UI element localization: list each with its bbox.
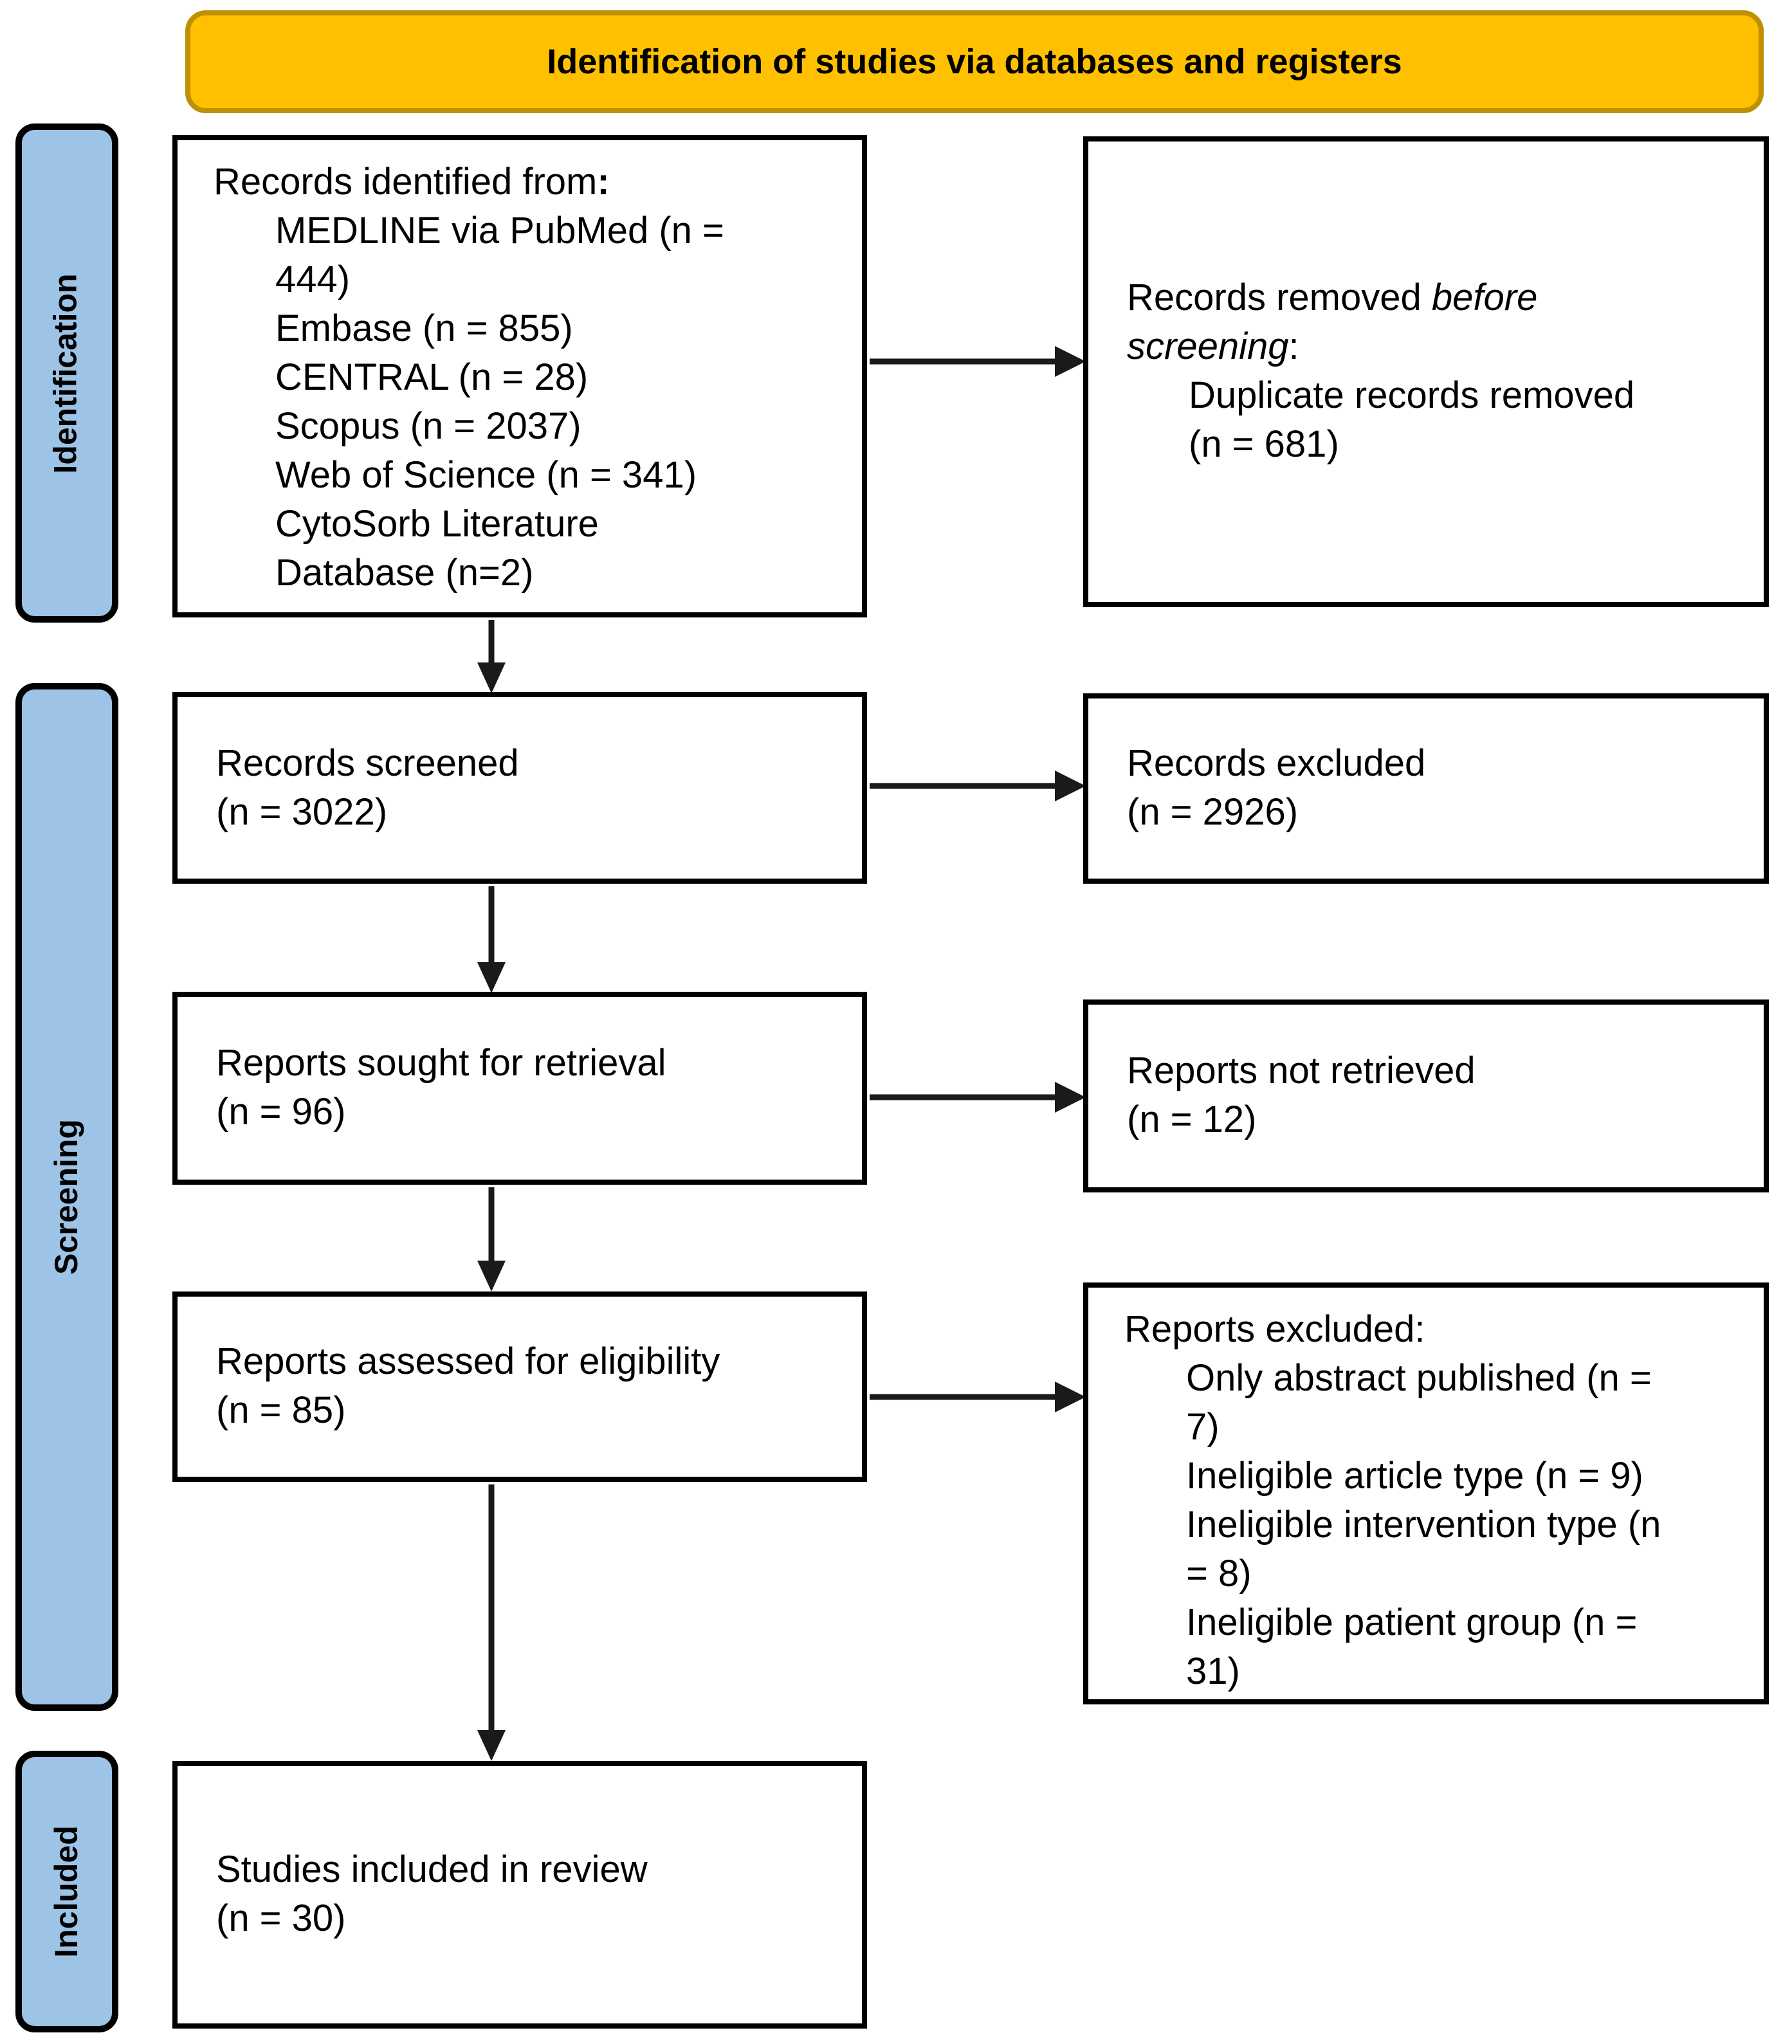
records-removed-item: Duplicate records removed (n = 681)	[1189, 376, 1635, 466]
studies-included-line1: Studies included in review	[216, 1850, 648, 1891]
arrow-sought-to-assessed	[477, 1187, 506, 1291]
arrow-assessed-to-included	[477, 1484, 506, 1761]
box-reports-not-retrieved: Reports not retrieved (n = 12)	[1083, 999, 1769, 1192]
records-identified-item: Scopus (n = 2037)	[275, 406, 581, 448]
arrow-identified-to-screened	[477, 620, 506, 693]
box-records-screened: Records screened (n = 3022)	[172, 692, 867, 884]
reports-excluded-item: Ineligible article type (n = 9)	[1186, 1456, 1643, 1497]
studies-included-line2: (n = 30)	[216, 1899, 346, 1940]
reports-excluded-item: Ineligible patient group (n = 31)	[1186, 1603, 1638, 1693]
records-identified-item: CytoSorb Literature Database (n=2)	[275, 504, 599, 594]
stage-label-included: Included	[15, 1751, 118, 2032]
records-identified-item: Embase (n = 855)	[275, 309, 573, 350]
reports-assessed-line2: (n = 85)	[216, 1391, 346, 1432]
reports-not-retrieved-line2: (n = 12)	[1127, 1100, 1257, 1141]
stage-label-identification-text: Identification	[48, 273, 84, 473]
records-excluded-line2: (n = 2926)	[1127, 792, 1299, 834]
banner-title: Identification of studies via databases …	[185, 10, 1764, 113]
box-reports-assessed: Reports assessed for eligibility (n = 85…	[172, 1291, 867, 1482]
reports-sought-line2: (n = 96)	[216, 1092, 346, 1133]
arrow-screened-to-excluded	[870, 771, 1086, 801]
box-records-excluded: Records excluded (n = 2926)	[1083, 693, 1769, 884]
records-identified-item: CENTRAL (n = 28)	[275, 358, 589, 399]
reports-sought-line1: Reports sought for retrieval	[216, 1043, 666, 1084]
reports-excluded-item: Ineligible intervention type (n = 8)	[1186, 1505, 1661, 1595]
stage-label-identification: Identification	[15, 123, 118, 623]
box-studies-included: Studies included in review (n = 30)	[172, 1761, 867, 2029]
arrow-identified-to-removed	[870, 346, 1086, 377]
reports-not-retrieved-line1: Reports not retrieved	[1127, 1051, 1476, 1092]
stage-label-screening: Screening	[15, 683, 118, 1711]
banner-title-text: Identification of studies via databases …	[547, 42, 1402, 80]
records-excluded-line1: Records excluded	[1127, 744, 1426, 785]
reports-excluded-item: Only abstract published (n = 7)	[1186, 1358, 1652, 1448]
arrow-sought-to-notretrieved	[870, 1082, 1086, 1113]
records-screened-line2: (n = 3022)	[216, 792, 388, 833]
records-identified-item: MEDLINE via PubMed (n = 444)	[275, 211, 724, 301]
records-screened-line1: Records screened	[216, 743, 519, 784]
box-records-identified: Records identified from: MEDLINE via Pub…	[172, 135, 867, 617]
reports-excluded-intro: Reports excluded:	[1124, 1309, 1425, 1351]
records-identified-intro: Records identified from:	[214, 162, 610, 203]
box-reports-excluded: Reports excluded: Only abstract publishe…	[1083, 1282, 1769, 1704]
arrow-screened-to-sought	[477, 886, 506, 993]
box-reports-sought: Reports sought for retrieval (n = 96)	[172, 992, 867, 1185]
stage-label-screening-text: Screening	[48, 1119, 84, 1275]
reports-assessed-line1: Reports assessed for eligibility	[216, 1342, 720, 1383]
arrow-assessed-to-reportsexcluded	[870, 1382, 1086, 1412]
stage-label-included-text: Included	[48, 1825, 85, 1958]
records-identified-item: Web of Science (n = 341)	[275, 455, 697, 497]
